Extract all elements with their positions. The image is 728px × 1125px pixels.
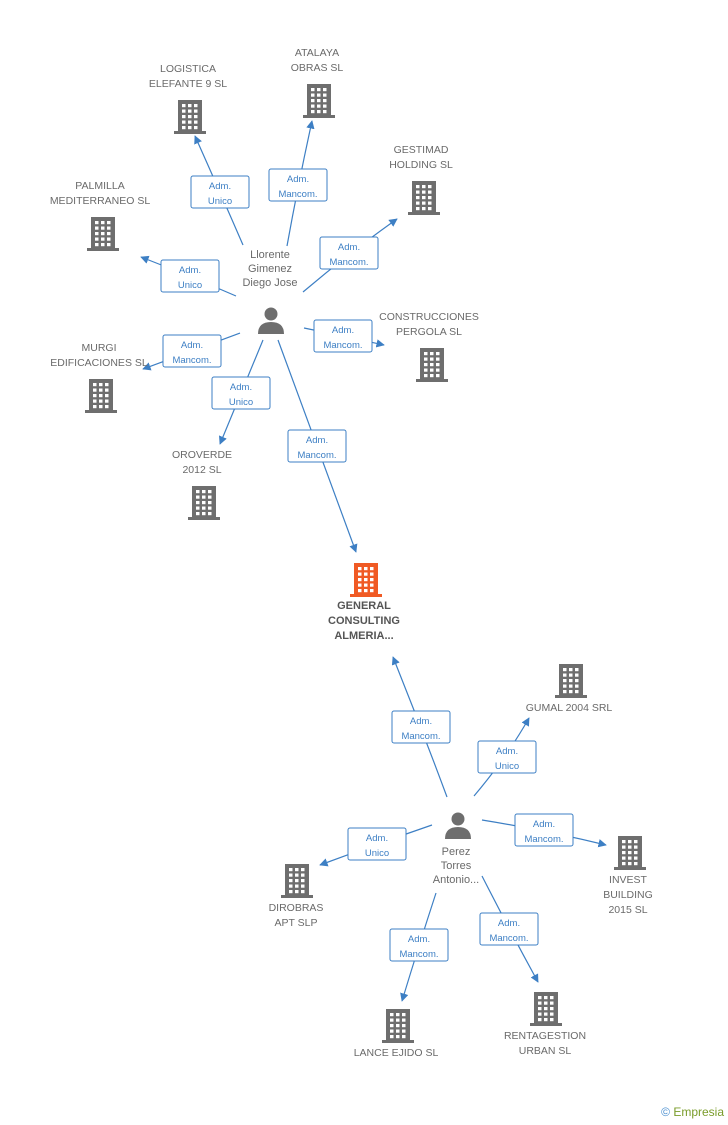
relation-label[interactable]: Adm. Mancom. <box>313 319 373 353</box>
watermark: © Empresia <box>661 1105 724 1119</box>
relation-label[interactable]: Adm. Mancom. <box>287 429 347 463</box>
person-label-p1[interactable]: Gimenez <box>248 263 292 275</box>
company-label-c_oroverde[interactable]: 2012 SL <box>182 464 221 476</box>
company-label-c_gestimad[interactable]: GESTIMAD <box>394 144 449 156</box>
person-icon[interactable] <box>258 307 284 335</box>
relation-label-text: Adm. <box>209 181 231 192</box>
relation-label-text: Mancom. <box>278 189 317 200</box>
relation-label[interactable]: Adm. Unico <box>160 259 220 293</box>
relation-label-text: Mancom. <box>401 731 440 742</box>
company-label-c_atalaya[interactable]: OBRAS SL <box>291 62 344 74</box>
relation-label-text: Unico <box>229 397 253 408</box>
relation-label[interactable]: Adm. Unico <box>190 175 250 209</box>
relation-labels-layer: Adm.UnicoAdm.Mancom.Adm.Mancom.Adm.Unico… <box>160 168 574 962</box>
company-label-c_rentagestion[interactable]: RENTAGESTION <box>504 1030 586 1042</box>
relation-label[interactable]: Adm. Unico <box>477 740 537 774</box>
company-label-c_murgi[interactable]: MURGI <box>82 342 117 354</box>
person-label-p2[interactable]: Antonio... <box>433 874 479 886</box>
person-icon[interactable] <box>445 812 471 840</box>
relation-label-text: Mancom. <box>172 355 211 366</box>
building-icon[interactable] <box>85 379 117 413</box>
relation-label[interactable]: Adm. Mancom. <box>514 813 574 847</box>
building-icon[interactable] <box>174 100 206 134</box>
company-label-c_palmilla[interactable]: PALMILLA <box>75 180 124 192</box>
relation-label-text: Adm. <box>179 265 201 276</box>
relation-label-text: Adm. <box>408 934 430 945</box>
relation-label-text: Adm. <box>230 382 252 393</box>
relation-label-text: Adm. <box>181 340 203 351</box>
relation-label-text: Adm. <box>287 174 309 185</box>
relation-label-text: Unico <box>495 761 519 772</box>
person-label-p2[interactable]: Perez <box>442 846 471 858</box>
relation-label-text: Adm. <box>498 918 520 929</box>
company-label-c_dirobras[interactable]: DIROBRAS <box>269 902 324 914</box>
company-label-c_murgi[interactable]: EDIFICACIONES SL <box>50 357 148 369</box>
company-label-c_invest[interactable]: BUILDING <box>603 889 653 901</box>
building-icon[interactable] <box>555 664 587 698</box>
relation-label-text: Unico <box>208 196 232 207</box>
focus-company-label[interactable]: ALMERIA... <box>334 630 393 642</box>
relation-label[interactable]: Adm. Unico <box>211 376 271 410</box>
focus-building-icon[interactable] <box>350 563 382 597</box>
relation-label-text: Mancom. <box>489 933 528 944</box>
company-label-c_dirobras[interactable]: APT SLP <box>275 917 318 929</box>
relation-label-text: Adm. <box>496 746 518 757</box>
relation-label-text: Adm. <box>410 716 432 727</box>
relation-label-text: Unico <box>365 848 389 859</box>
focus-company-label[interactable]: GENERAL <box>337 600 391 612</box>
relation-label-text: Adm. <box>366 833 388 844</box>
relation-label-text: Mancom. <box>297 450 336 461</box>
brand-name: Empresia <box>673 1105 724 1119</box>
company-label-c_logistica[interactable]: ELEFANTE 9 SL <box>149 78 227 90</box>
company-label-c_gestimad[interactable]: HOLDING SL <box>389 159 453 171</box>
company-label-c_construcciones[interactable]: PERGOLA SL <box>396 326 462 338</box>
relation-label[interactable]: Adm. Mancom. <box>479 912 539 946</box>
relation-label-text: Adm. <box>306 435 328 446</box>
relation-label-text: Mancom. <box>329 257 368 268</box>
company-label-c_rentagestion[interactable]: URBAN SL <box>519 1045 572 1057</box>
building-icon[interactable] <box>416 348 448 382</box>
relation-label-text: Adm. <box>338 242 360 253</box>
relation-label-text: Adm. <box>533 819 555 830</box>
relation-label-text: Mancom. <box>399 949 438 960</box>
relation-label[interactable]: Adm. Mancom. <box>391 710 451 744</box>
building-icon[interactable] <box>530 992 562 1026</box>
focus-company-label[interactable]: CONSULTING <box>328 615 400 627</box>
relation-label-text: Unico <box>178 280 202 291</box>
company-label-c_atalaya[interactable]: ATALAYA <box>295 47 339 59</box>
building-icon[interactable] <box>382 1009 414 1043</box>
company-label-c_invest[interactable]: 2015 SL <box>608 904 647 916</box>
nodes-layer: LOGISTICA ELEFANTE 9 SL ATALAYA OBRAS SL GES… <box>50 47 653 1059</box>
relation-label-text: Adm. <box>332 325 354 336</box>
company-label-c_gumal[interactable]: GUMAL 2004 SRL <box>526 702 613 714</box>
company-label-c_palmilla[interactable]: MEDITERRANEO SL <box>50 195 151 207</box>
relation-label[interactable]: Adm. Mancom. <box>268 168 328 202</box>
copyright-symbol: © <box>661 1105 670 1119</box>
person-label-p1[interactable]: Llorente <box>250 249 290 261</box>
company-label-c_lance[interactable]: LANCE EJIDO SL <box>354 1047 439 1059</box>
company-label-c_construcciones[interactable]: CONSTRUCCIONES <box>379 311 479 323</box>
company-label-c_invest[interactable]: INVEST <box>609 874 648 886</box>
relation-label-text: Mancom. <box>524 834 563 845</box>
building-icon[interactable] <box>87 217 119 251</box>
building-icon[interactable] <box>614 836 646 870</box>
company-label-c_oroverde[interactable]: OROVERDE <box>172 449 232 461</box>
person-label-p1[interactable]: Diego Jose <box>242 277 297 289</box>
relation-label[interactable]: Adm. Mancom. <box>389 928 449 962</box>
person-label-p2[interactable]: Torres <box>441 860 472 872</box>
building-icon[interactable] <box>303 84 335 118</box>
company-label-c_logistica[interactable]: LOGISTICA <box>160 63 216 75</box>
building-icon[interactable] <box>188 486 220 520</box>
relation-label-text: Mancom. <box>323 340 362 351</box>
relation-label[interactable]: Adm. Mancom. <box>319 236 379 270</box>
relation-label[interactable]: Adm. Unico <box>347 827 407 861</box>
relation-label[interactable]: Adm. Mancom. <box>162 334 222 368</box>
building-icon[interactable] <box>408 181 440 215</box>
building-icon[interactable] <box>281 864 313 898</box>
